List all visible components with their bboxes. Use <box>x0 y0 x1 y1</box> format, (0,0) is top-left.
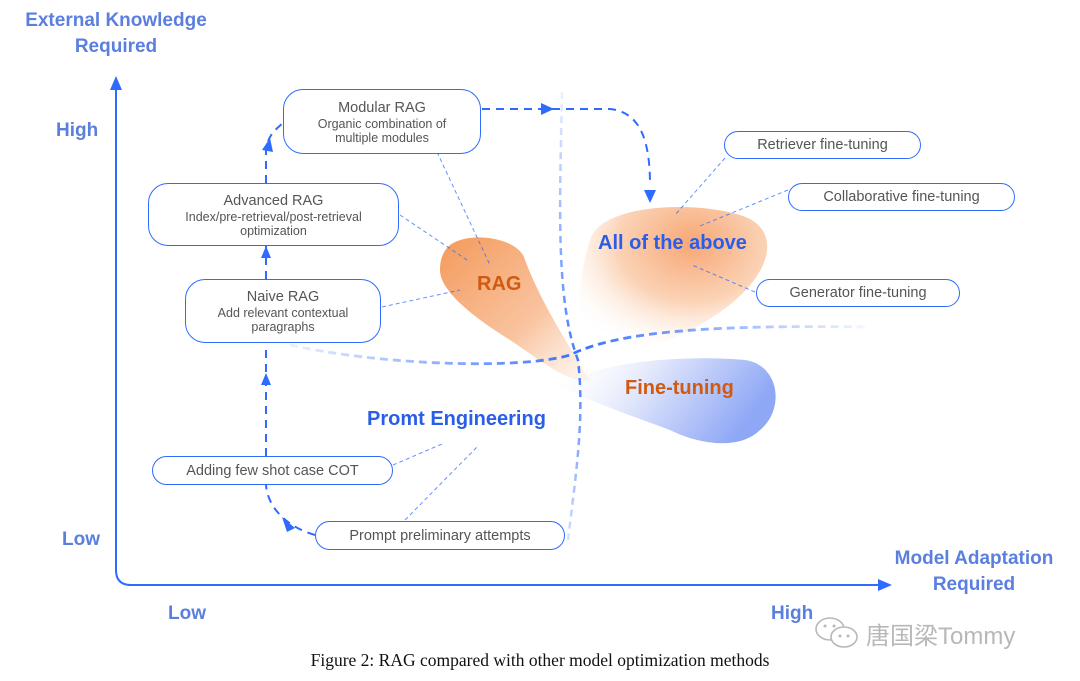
connector-line <box>404 445 479 521</box>
collaborative-finetuning-pill: Collaborative fine-tuning <box>788 183 1015 211</box>
flow-arrowhead-icon <box>262 138 273 152</box>
advanced-rag-desc-1: Index/pre-retrieval/post-retrieval <box>185 209 362 224</box>
naive-rag-title: Naive RAG <box>246 289 320 305</box>
y-tick-high: High <box>56 120 99 141</box>
vertical-divider-curve <box>558 91 582 541</box>
connector-line <box>399 214 471 263</box>
fine-tuning-label: Fine-tuning <box>625 377 734 399</box>
advanced-rag-title: Advanced RAG <box>223 192 324 209</box>
x-axis-title-line2: Required <box>932 574 1016 595</box>
y-axis-title: External Knowledge Required <box>0 8 232 60</box>
x-tick-low: Low <box>168 603 206 624</box>
watermark: 唐国梁Tommy <box>812 615 1015 651</box>
x-axis-arrow-icon <box>878 579 892 591</box>
advanced-rag-box: Advanced RAG Index/pre-retrieval/post-re… <box>148 183 399 246</box>
connector-line <box>392 443 443 466</box>
x-axis-title-line1: Model Adaptation <box>894 548 1054 569</box>
few-shot-cot-pill: Adding few shot case COT <box>152 456 393 485</box>
connector-line <box>674 157 726 216</box>
flow-arrowhead-icon <box>282 517 295 532</box>
flow-arrowhead-icon <box>644 190 656 203</box>
flow-modular-to-all <box>482 108 651 186</box>
y-axis-title-line1: External Knowledge <box>25 10 207 31</box>
advanced-rag-desc-2: optimization <box>240 223 307 238</box>
connector-line <box>699 189 789 227</box>
connector-line <box>691 264 756 293</box>
retriever-finetuning-pill: Retriever fine-tuning <box>724 131 921 159</box>
rag-region <box>440 237 590 381</box>
naive-rag-desc-2: paragraphs <box>251 320 315 334</box>
watermark-text: 唐国梁Tommy <box>866 622 1016 650</box>
y-axis-title-line2: Required <box>74 36 158 57</box>
modular-rag-box: Modular RAG Organic combination of multi… <box>283 89 481 154</box>
axes-lines <box>115 90 880 586</box>
x-axis-title: Model Adaptation Required <box>878 546 1070 598</box>
prompt-attempts-pill: Prompt preliminary attempts <box>315 521 565 550</box>
connector-line <box>381 289 461 308</box>
naive-rag-box: Naive RAG Add relevant contextual paragr… <box>185 279 381 343</box>
flow-arrowhead-icon <box>541 103 554 115</box>
wechat-icon <box>815 617 858 648</box>
all-of-the-above-region <box>579 207 768 354</box>
figure-caption: Figure 2: RAG compared with other model … <box>310 650 770 670</box>
modular-rag-desc-1: Organic combination of <box>317 116 447 131</box>
flow-arrowhead-icon <box>261 246 271 258</box>
modular-rag-title: Modular RAG <box>338 99 426 116</box>
generator-finetuning-pill: Generator fine-tuning <box>756 279 960 307</box>
naive-rag-desc-1: Add relevant contextual <box>217 306 349 320</box>
modular-rag-desc-2: multiple modules <box>335 130 429 145</box>
x-tick-high: High <box>771 603 814 624</box>
fine-tuning-region <box>560 358 776 444</box>
y-axis-arrow-icon <box>110 76 122 90</box>
flow-prompt-to-cot <box>265 484 316 536</box>
horizontal-divider-curve <box>289 325 871 366</box>
all-of-the-above-label: All of the above <box>598 232 747 254</box>
flow-arrowhead-icon <box>261 373 271 385</box>
y-tick-low: Low <box>62 529 100 550</box>
rag-category-label: RAG <box>477 273 522 295</box>
prompt-engineering-label: Promt Engineering <box>367 408 546 430</box>
flow-advanced-to-modular <box>265 122 284 183</box>
